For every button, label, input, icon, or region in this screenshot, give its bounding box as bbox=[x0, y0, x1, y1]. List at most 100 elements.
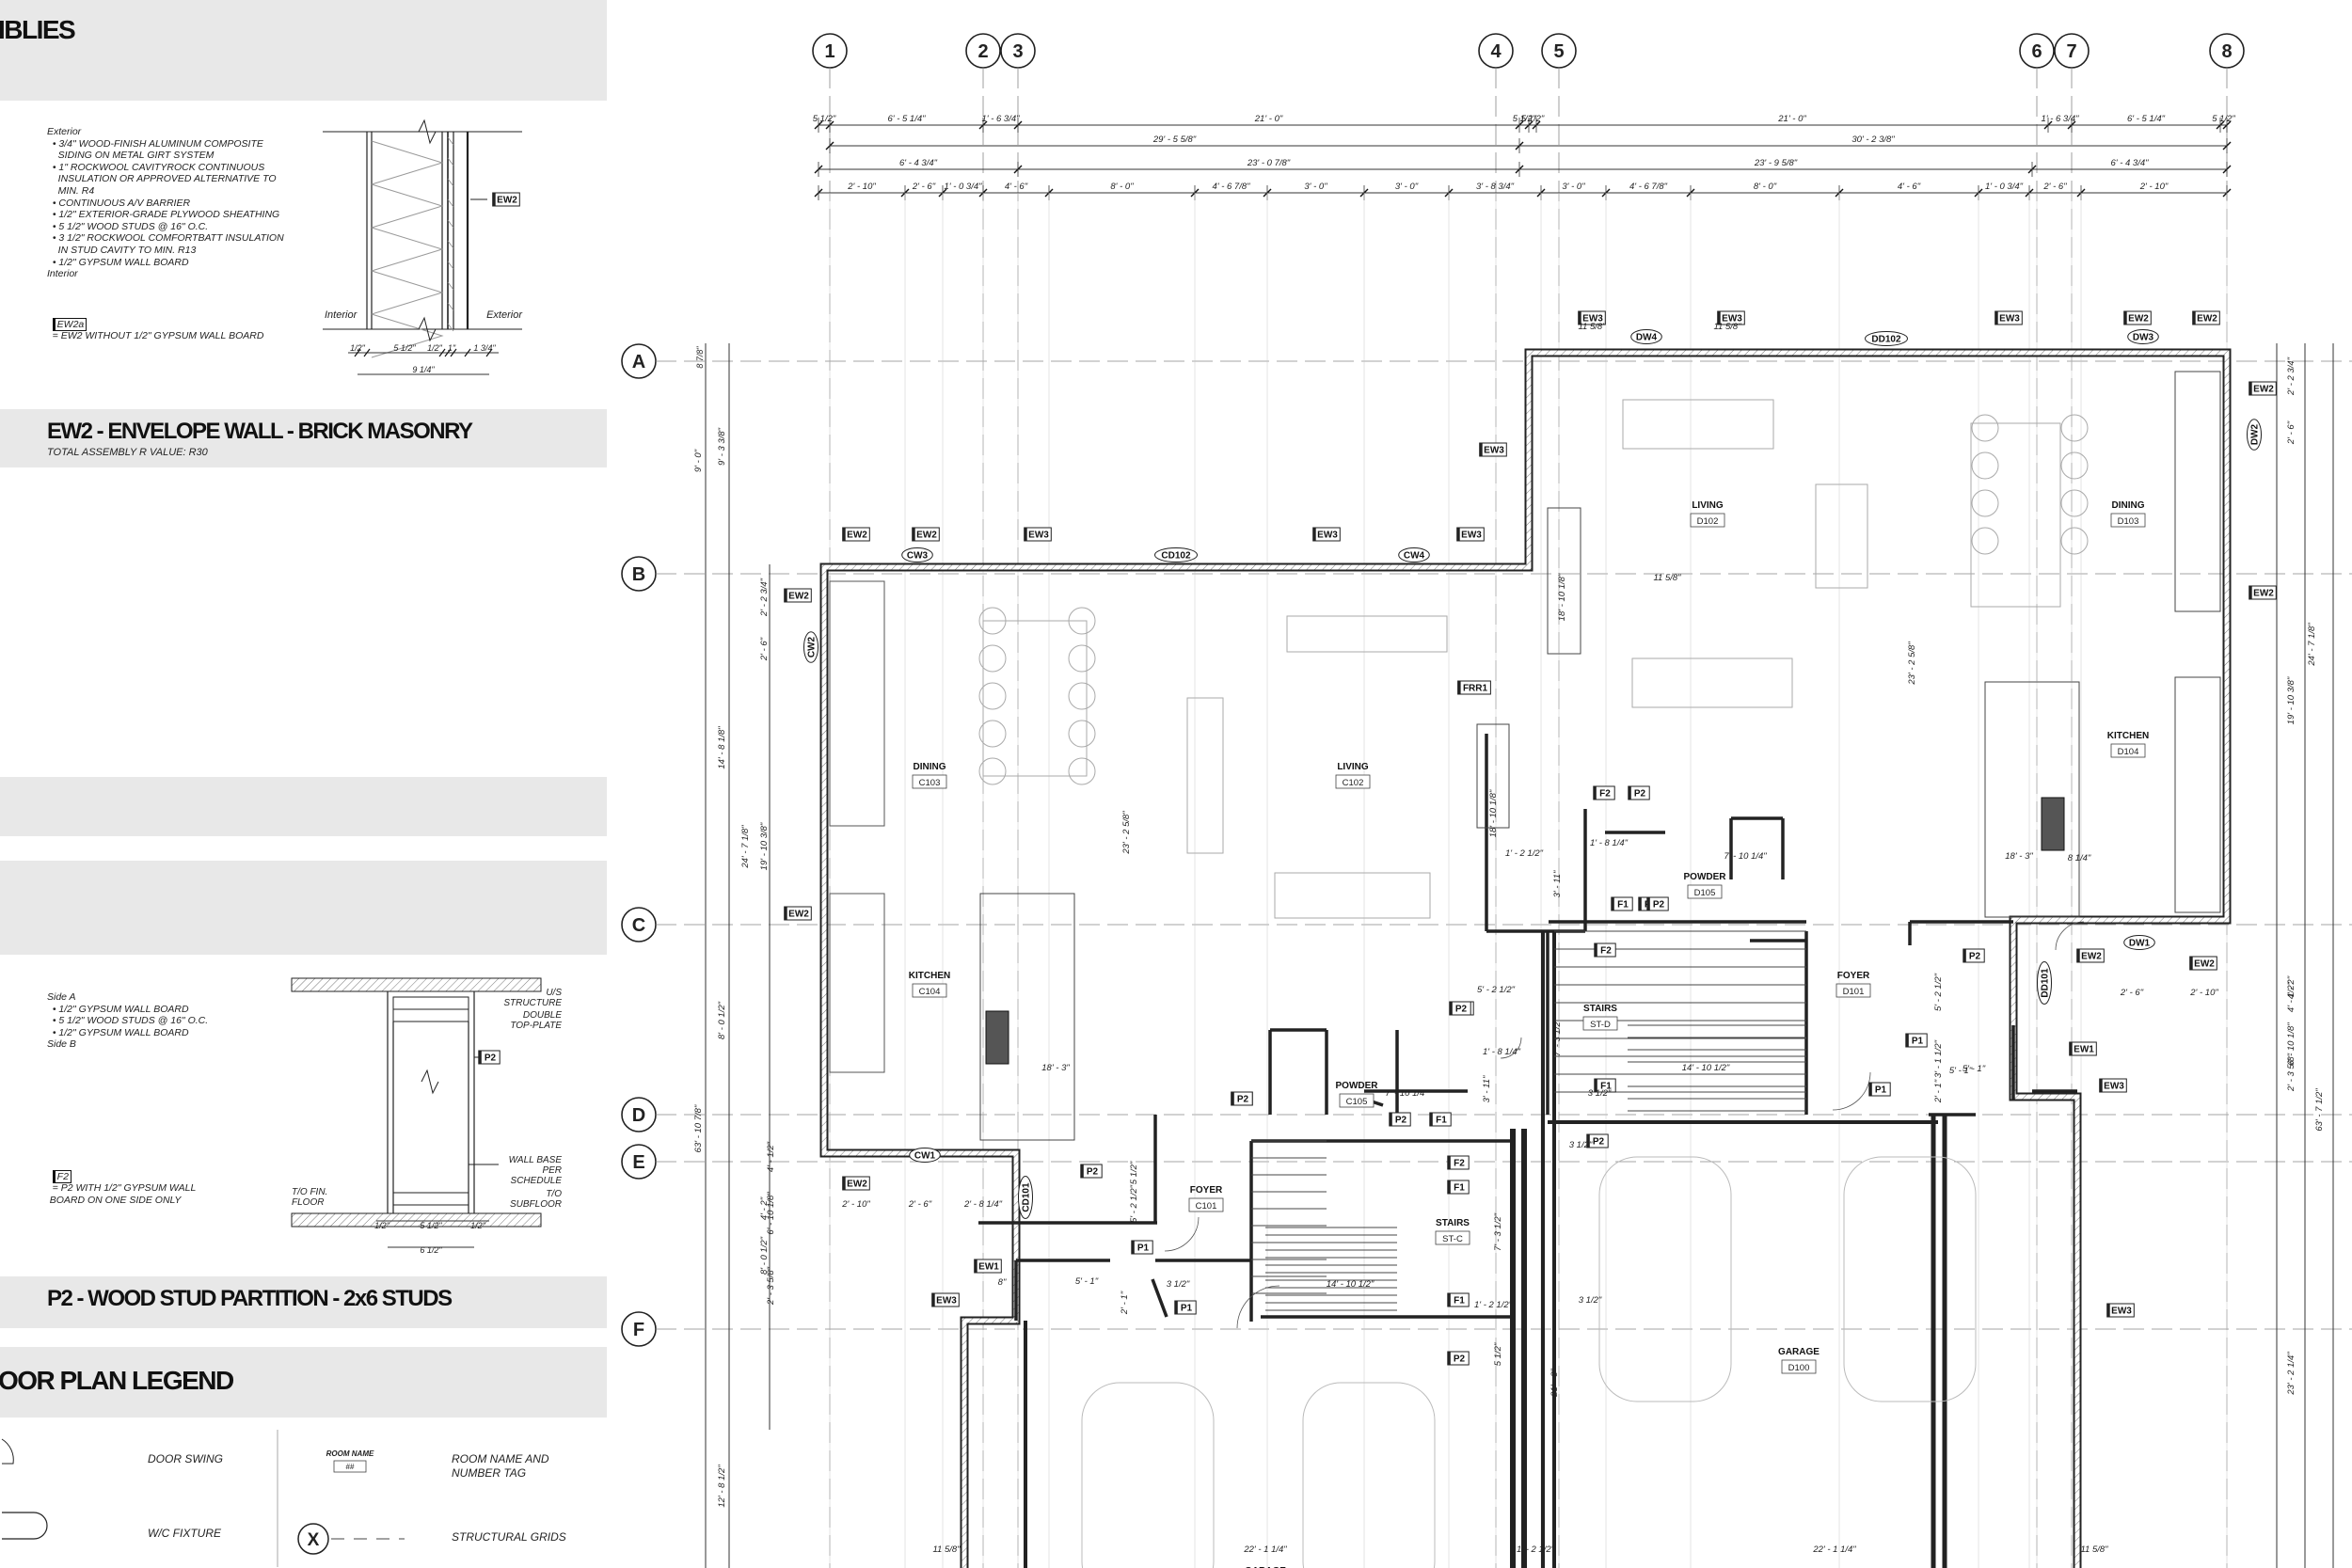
legend-structural-grids: STRUCTURAL GRIDS bbox=[452, 1530, 566, 1544]
wall-tag: F1 bbox=[1594, 1078, 1616, 1093]
rigid-hatch bbox=[447, 136, 454, 146]
vertical-dimension: 19' - 10 3/8" bbox=[2286, 676, 2296, 724]
wall-tag-text: CD102 bbox=[1161, 551, 1191, 562]
wall-tag-text: EW2 bbox=[497, 196, 517, 206]
chair bbox=[1971, 414, 1999, 442]
wall-tag-text: P2 bbox=[1634, 789, 1646, 800]
wall-tag: EW2 bbox=[784, 588, 812, 603]
wall-tag-text: P1 bbox=[1912, 1037, 1924, 1047]
dim-row-4-text: 8' - 0" bbox=[1110, 182, 1134, 192]
wall-tag: DD102 bbox=[1865, 331, 1908, 346]
built-in bbox=[1476, 723, 1510, 829]
section-dim-tick bbox=[363, 348, 371, 357]
plan-dimension: 18' - 10 1/8" bbox=[1557, 573, 1567, 621]
cooktop bbox=[2041, 797, 2065, 851]
plan-dimension: 2' - 1" bbox=[1933, 1079, 1944, 1103]
garage-c-wall-left-core bbox=[961, 1317, 1019, 1568]
chair bbox=[2060, 489, 2089, 517]
wall-tag-text: P2 bbox=[1454, 1354, 1466, 1365]
plan-dimension: 3 1/2" bbox=[1167, 1279, 1190, 1290]
plan-dimension: 3' - 11" bbox=[1552, 870, 1563, 897]
wall-tag-mark bbox=[1594, 1079, 1597, 1092]
plan-dimension: 11 5/8" bbox=[2080, 1544, 2108, 1555]
dim-row-4-text: 3' - 0" bbox=[1395, 182, 1419, 192]
wall-tag: EW3 bbox=[2099, 1078, 2127, 1093]
top-plate bbox=[392, 996, 469, 1010]
plan-dimension: 3' - 11" bbox=[1482, 1075, 1492, 1102]
chair bbox=[978, 607, 1007, 635]
wall-tag-oval bbox=[1018, 1176, 1033, 1219]
wall-tag-text: EW2 bbox=[2253, 385, 2274, 395]
wall-tag: P2 bbox=[1447, 1351, 1470, 1366]
plan-dimension: 5' - 1" bbox=[1963, 1064, 1986, 1074]
dim-row-4-text: 3' - 0" bbox=[1304, 182, 1327, 192]
wall-tag-mark bbox=[1586, 1134, 1590, 1148]
plan-dimension: 21' - 3" bbox=[1549, 1369, 1560, 1398]
wall-tag: P2 bbox=[1449, 1001, 1471, 1016]
room-number: D105 bbox=[1694, 888, 1716, 898]
wall-tag-text: EW3 bbox=[1484, 446, 1504, 456]
room-name: DINING bbox=[2112, 500, 2145, 511]
wall-tag-mark bbox=[1447, 1180, 1451, 1194]
wall-tag-text: P2 bbox=[1237, 1095, 1249, 1105]
room-name: LIVING bbox=[1692, 500, 1724, 511]
plan-dimension: 11 5/8" bbox=[1578, 322, 1606, 332]
wall-tag-text: EW2 bbox=[2128, 314, 2149, 325]
section-dim-tick bbox=[464, 348, 471, 357]
dim-row-1-text: 6' - 5 1/4" bbox=[887, 114, 926, 124]
door-swing bbox=[1236, 1285, 1280, 1329]
door-swing bbox=[1832, 1071, 1871, 1111]
wall-tag-mark bbox=[2076, 949, 2080, 962]
plan-dimension: 11 5/8" bbox=[1653, 573, 1681, 583]
chair bbox=[1068, 644, 1096, 673]
plan-dimension: 3 1/2" bbox=[1588, 1088, 1612, 1099]
sofa bbox=[1622, 399, 1774, 450]
plan-dimension: 2' - 6" bbox=[908, 1199, 932, 1210]
plan-dimension: 18' - 3" bbox=[1041, 1063, 1070, 1073]
chair bbox=[1971, 451, 1999, 480]
room-name: FOYER bbox=[1837, 971, 1870, 981]
wall-tag-text: F1 bbox=[1436, 1116, 1447, 1126]
wall-tag: P2 bbox=[1080, 1164, 1103, 1179]
wall-tag-text: EW2 bbox=[916, 531, 937, 541]
wall-tag: EW3 bbox=[2106, 1303, 2135, 1318]
wall-tag-mark bbox=[2069, 1042, 2073, 1055]
wall-tag-text: EW2 bbox=[847, 531, 867, 541]
rigid-hatch bbox=[447, 219, 454, 229]
dim-row-1-text: 6' - 5 1/4" bbox=[2127, 114, 2166, 124]
legend-wc-fixture: W/C FIXTURE bbox=[148, 1527, 221, 1540]
grid-column-bubble-label: 7 bbox=[2066, 41, 2076, 62]
sofa bbox=[1286, 615, 1448, 653]
grid-row-bubble-label: E bbox=[632, 1152, 644, 1173]
dim-row-4-text: 3' - 8 3/4" bbox=[1476, 182, 1515, 192]
room-number-box bbox=[1435, 1230, 1470, 1245]
wall-tag-mark bbox=[1447, 1352, 1451, 1365]
ew3-spec-text: Exterior • 3/4" WOOD-FINISH ALUMINUM COM… bbox=[47, 126, 284, 280]
wall-tag-text: DD101 bbox=[2041, 968, 2051, 998]
car-outline bbox=[1081, 1382, 1215, 1568]
section-dim-tick bbox=[485, 348, 493, 357]
wall-tag-text: DW2 bbox=[2250, 423, 2261, 445]
plan-dimension: 14' - 10 1/2" bbox=[1327, 1279, 1375, 1290]
wall-tag-text: EW2 bbox=[847, 1180, 867, 1190]
dim-row-1-text: 5 1/2" bbox=[1513, 114, 1536, 124]
wall-tag-mark bbox=[1594, 943, 1597, 957]
wall-tag: P2 bbox=[1586, 1133, 1609, 1148]
room-name: GARAGE bbox=[1778, 1347, 1820, 1357]
section-total: 9 1/4" bbox=[412, 365, 435, 374]
room-number-box bbox=[1582, 1016, 1618, 1031]
plan-dimension: 7' - 10 1/4" bbox=[1724, 851, 1767, 862]
chair bbox=[978, 757, 1007, 785]
wall-tag-mark bbox=[1868, 1083, 1872, 1096]
vertical-dimension: 63' - 10 7/8" bbox=[693, 1104, 704, 1152]
dim-row-1-text: 5 1/2" bbox=[1521, 114, 1545, 124]
dim-row-4-text: 4' - 6 7/8" bbox=[1629, 182, 1668, 192]
room-number-box bbox=[1690, 513, 1725, 528]
dim-row-4-text: 2' - 6" bbox=[912, 182, 936, 192]
dining-table bbox=[982, 620, 1088, 777]
garage-c-wall-left bbox=[960, 1316, 1021, 1568]
wall-tag-text: P2 bbox=[1395, 1116, 1407, 1126]
rigid-hatch bbox=[447, 178, 454, 187]
